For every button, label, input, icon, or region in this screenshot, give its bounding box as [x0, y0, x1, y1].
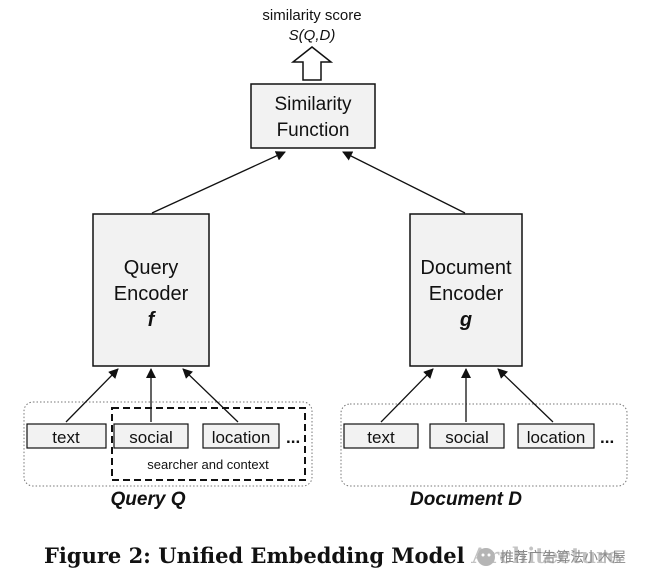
document-feature-more: ...	[600, 428, 614, 447]
document-feature-social-box	[429, 423, 505, 449]
document-encoder-symbol: g	[459, 309, 472, 331]
query-feature-location-label: location	[212, 428, 271, 447]
document-feature-location-label: location	[527, 428, 586, 447]
query-feature-location-box	[202, 423, 280, 449]
query-feature-more: ...	[286, 428, 300, 447]
query-feature-social-box	[113, 423, 189, 449]
document-features-group	[340, 403, 628, 487]
searcher-context-label: searcher and context	[147, 457, 269, 472]
query-encoder-line2: Encoder	[114, 283, 189, 305]
query-feature-social-label: social	[129, 428, 172, 447]
query-text-arrow	[65, 368, 119, 423]
similarity-function-line1: Similarity	[274, 94, 352, 115]
watermark-text: 推荐广告算法小木屋	[500, 549, 626, 565]
document-text-arrow	[380, 368, 434, 423]
query-location-arrow	[182, 368, 239, 423]
document-feature-text-label: text	[367, 428, 395, 447]
query-feature-text-box	[26, 423, 107, 449]
similarity-function-line2: Function	[277, 120, 350, 141]
document-label: Document D	[410, 489, 522, 510]
document-feature-text-box	[343, 423, 419, 449]
query-encoder-line1: Query	[124, 257, 178, 279]
query-feature-text-label: text	[52, 428, 80, 447]
watermark: 推荐广告算法小木屋	[472, 544, 650, 570]
output-arrow-icon	[290, 46, 334, 81]
similarity-score-formula: S(Q,D)	[289, 27, 336, 44]
query-to-similarity-arrow	[151, 151, 286, 214]
similarity-function-box	[250, 83, 376, 149]
query-encoder-box	[92, 213, 210, 367]
similarity-score-label: similarity score	[262, 7, 361, 24]
document-feature-location-box	[517, 423, 595, 449]
document-encoder-line2: Encoder	[429, 283, 504, 305]
document-feature-social-label: social	[445, 428, 488, 447]
query-label: Query Q	[111, 489, 186, 510]
wechat-logo-icon	[477, 548, 495, 566]
query-encoder-symbol: f	[148, 309, 157, 331]
document-to-similarity-arrow	[342, 151, 466, 214]
document-encoder-line1: Document	[420, 257, 512, 279]
document-encoder-box	[409, 213, 523, 367]
document-location-arrow	[497, 368, 554, 423]
